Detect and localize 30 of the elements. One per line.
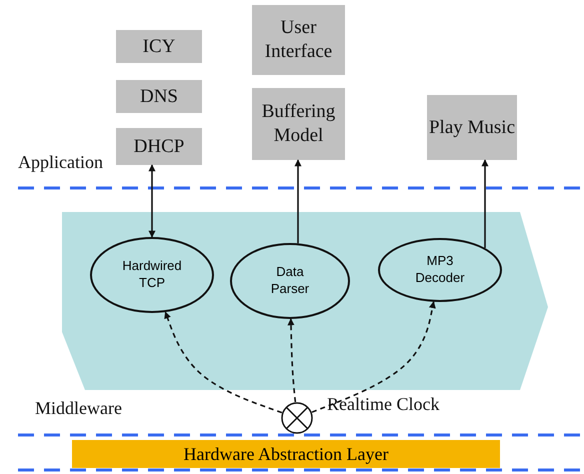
arrow (288, 318, 296, 402)
node-label: Play Music (428, 116, 516, 140)
module-ellipse (230, 243, 350, 319)
node-label: Hardware Abstraction Layer (184, 444, 388, 464)
layer-label: Middleware (35, 398, 122, 419)
module-ellipse (378, 238, 502, 302)
layer-label: Application (18, 152, 103, 173)
arrow (312, 301, 436, 413)
arrow (148, 164, 156, 238)
arrow (164, 311, 282, 414)
clock-symbol (281, 402, 313, 434)
component-box (252, 5, 345, 75)
node-label: DNS (140, 84, 178, 108)
node-label: User Interface (264, 16, 334, 64)
component-box (427, 95, 517, 160)
clock-label: Realtime Clock (327, 394, 440, 415)
module-ellipse (90, 237, 214, 313)
node-label: Data Parser (270, 264, 310, 298)
component-box (252, 88, 345, 160)
node-label: MP3 Decoder (414, 253, 466, 287)
layer-bar (72, 440, 500, 468)
component-box (116, 80, 202, 113)
node-label: Buffering Model (260, 100, 336, 148)
node-label: ICY (142, 34, 176, 58)
arrow (294, 159, 302, 244)
component-box (116, 30, 202, 63)
component-box (116, 128, 202, 165)
arrow (482, 159, 488, 248)
node-label: Hardwired TCP (121, 258, 183, 292)
node-label: DHCP (134, 134, 184, 158)
